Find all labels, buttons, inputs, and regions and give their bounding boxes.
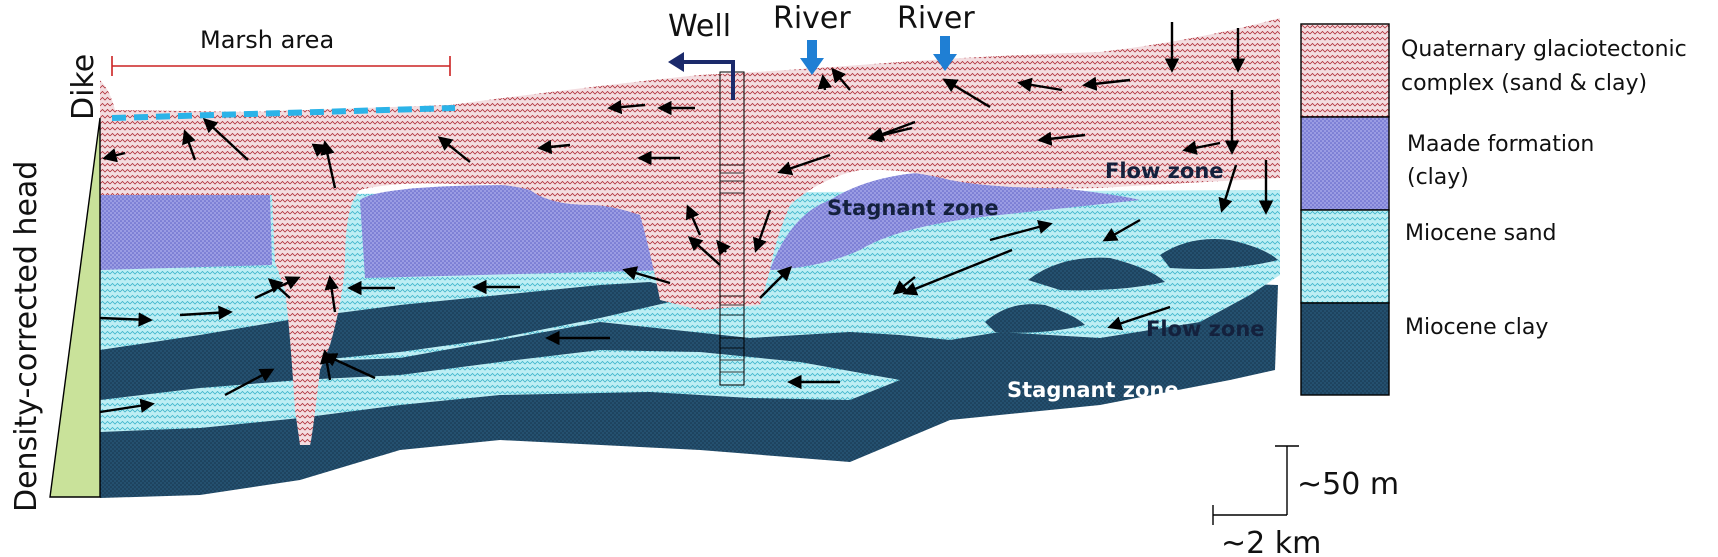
legend-label-miocene-sand: Miocene sand [1405,221,1557,246]
legend-label-maade-2: (clay) [1407,165,1469,190]
maade-formation-layer [100,195,272,270]
scale-horizontal-label: ~2 km [1221,526,1321,557]
flow-arrow [1037,131,1086,146]
flow-arrow [437,136,471,163]
flow-arrow [759,265,793,299]
flow-arrow [179,305,233,320]
flow-arrow [99,312,153,327]
dike-label: Dike [66,54,101,120]
flow-arrow [622,266,671,285]
scale-bar [1212,445,1299,525]
maade-formation-layer-2 [360,185,672,278]
quaternary-complex-layer [100,18,1280,445]
flow-arrow [254,276,301,300]
legend-label-quaternary-2: complex (sand & clay) [1401,71,1647,96]
legend-item-miocene-sand: Miocene sand [1300,209,1557,304]
well-label: Well [668,9,731,44]
miocene-clay-lens-3 [1160,239,1278,269]
flow-arrow [324,275,339,313]
flow-arrow [687,236,721,266]
legend-label-maade-1: Maade formation [1407,132,1594,157]
flow-arrow [267,278,291,299]
flow-arrows [99,22,1274,414]
river-arrow-1 [800,40,824,75]
flow-arrow [892,276,916,295]
flow-arrow [102,148,126,163]
river-label-1: River [773,1,851,36]
legend-item-miocene-clay: Miocene clay [1300,302,1548,396]
flow-arrow [1218,164,1238,213]
legend: Quaternary glaciotectonic complex (sand … [1300,23,1687,396]
flow-arrow [831,67,851,91]
miocene-clay-lens-2 [1028,257,1165,291]
well-arrow [668,52,735,100]
legend-label-quaternary-1: Quaternary glaciotectonic [1401,37,1687,62]
flow-arrow [685,204,702,236]
legend-item-quaternary: Quaternary glaciotectonic complex (sand … [1300,23,1687,118]
flow-arrow [607,99,646,115]
flow-arrow [716,239,731,256]
legend-label-miocene-clay: Miocene clay [1405,315,1548,340]
flow-arrow [777,153,831,176]
flow-arrow [869,120,916,141]
flow-arrow [753,209,772,253]
density-corrected-head-label: Density-corrected head [9,161,44,512]
stagnant-zone-upper-label: Stagnant zone [827,196,999,220]
scale-vertical-label: ~50 m [1297,467,1399,502]
flow-arrow [537,139,571,155]
flow-arrow [942,78,991,109]
river-label-2: River [897,1,975,36]
flow-arrow [1182,140,1221,155]
flow-arrow [902,248,1013,296]
cross-section-layers [100,18,1280,498]
density-corrected-head-wedge [49,117,101,498]
flow-arrow [1017,77,1063,92]
flow-arrow [817,74,832,91]
flow-arrow [1102,218,1141,242]
flow-arrow [202,118,249,161]
flow-arrow [182,129,197,161]
flow-zone-upper-label: Flow zone [1105,159,1224,183]
marsh-area-label: Marsh area [200,26,334,54]
miocene-clay-lens-1 [100,282,700,372]
maade-formation-layer-3 [770,172,1140,270]
marsh-area-bracket [111,56,451,76]
flow-arrow [989,220,1053,242]
flow-arrow [224,368,275,397]
legend-item-maade: Maade formation (clay) [1300,116,1594,211]
river-arrow-2 [933,36,957,71]
flow-arrow [322,353,376,380]
miocene-clay-lens-4 [985,304,1085,333]
flow-arrow [99,398,155,414]
stagnant-zone-lower-label: Stagnant zone [1007,378,1179,402]
marsh-water-surface [111,105,456,121]
flow-zone-lower-label: Flow zone [1146,317,1265,341]
flow-arrow [1107,305,1171,331]
flow-arrow [320,140,337,189]
flow-arrow [1082,76,1131,91]
